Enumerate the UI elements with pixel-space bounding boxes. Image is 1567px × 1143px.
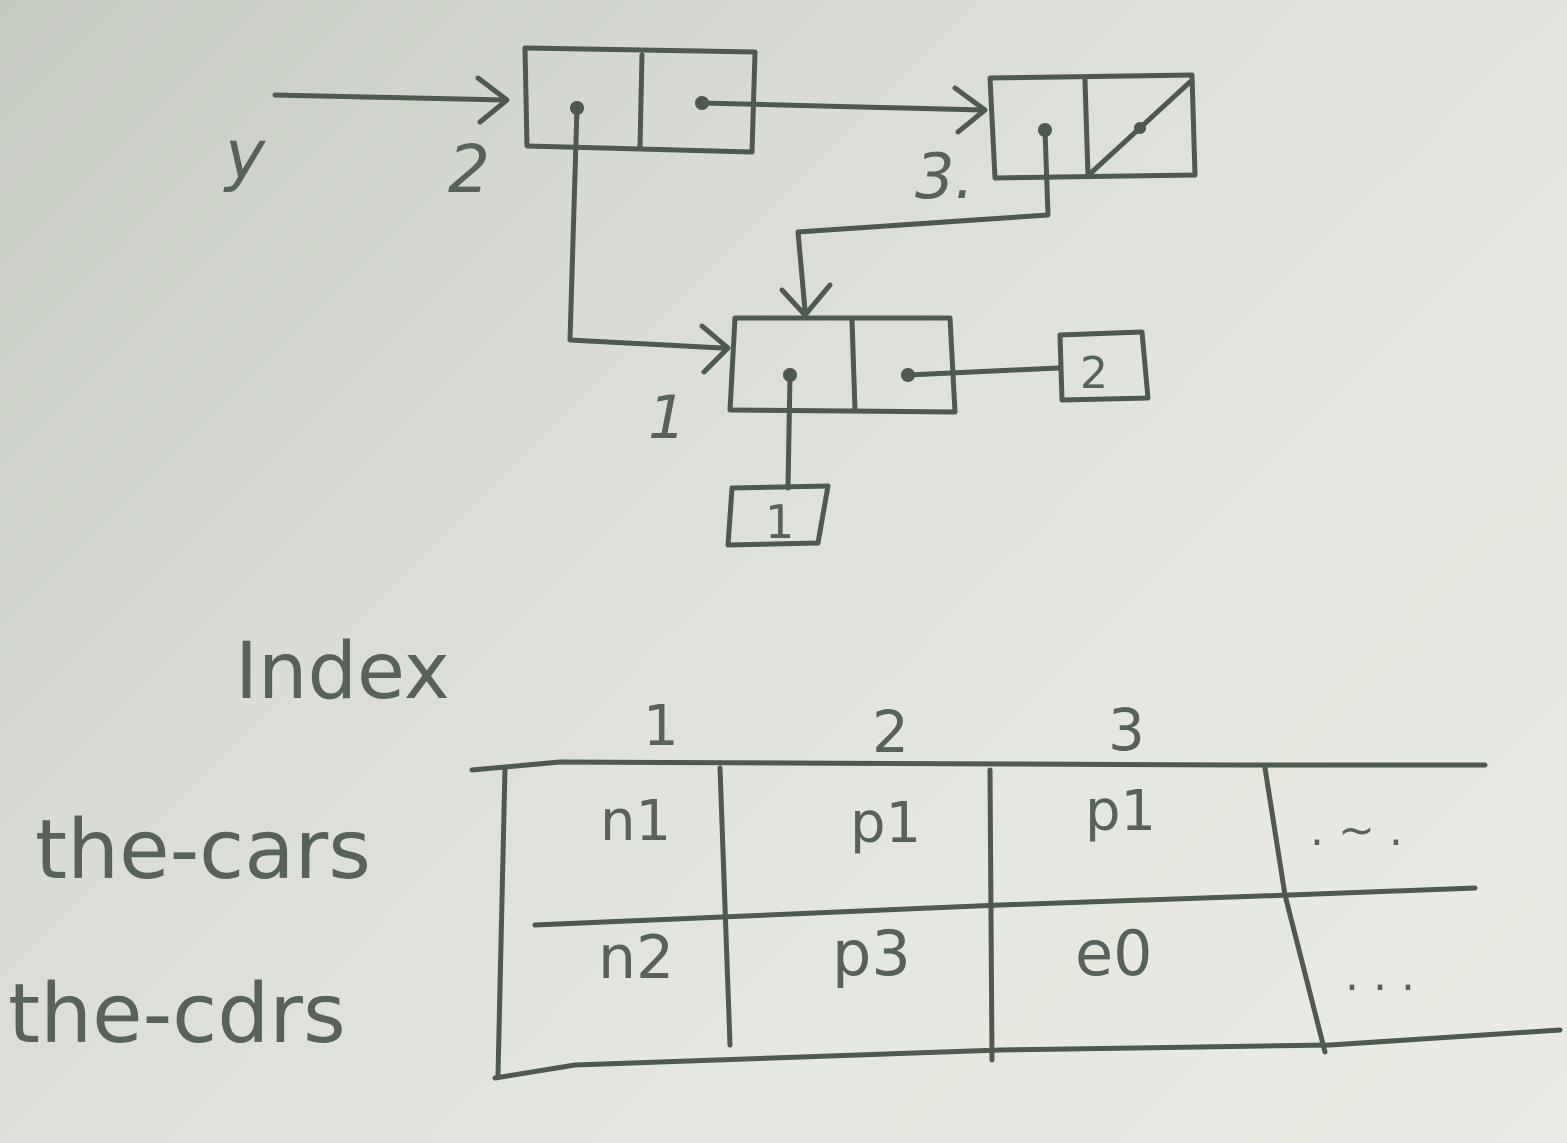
- node-number-3: 3.: [915, 140, 974, 213]
- row-label-the-cdrs: the-cdrs: [8, 967, 346, 1062]
- cell-the-cdrs-3: e0: [1075, 917, 1153, 990]
- index-table: Index 1 2 3 the-cars the-cdrs n1 p1 p1 .…: [8, 627, 1563, 1081]
- box-pointer-diagram: y 2 3. 1 2: [223, 45, 1198, 549]
- cell-the-cars-1: n1: [600, 789, 671, 854]
- column-divider-3: [1262, 765, 1328, 1055]
- table-bottom-line: [492, 1027, 1563, 1081]
- column-divider-1: [717, 765, 733, 1048]
- node2-cell: [522, 45, 758, 155]
- index-title: Index: [235, 627, 450, 717]
- node3-cdr-dot: [1134, 122, 1146, 134]
- cell-the-cdrs-1: n2: [598, 923, 674, 993]
- column-index-3: 3: [1108, 696, 1145, 764]
- table-left-border: [495, 765, 508, 1078]
- column-divider-2: [987, 767, 995, 1063]
- line-node2-to-node1: [567, 105, 725, 351]
- arrowhead-node1-top: [779, 282, 833, 318]
- node-number-1: 1: [648, 383, 686, 453]
- node3-divider: [1082, 77, 1091, 179]
- node2-divider: [637, 52, 645, 149]
- column-index-2: 2: [872, 698, 909, 766]
- line-node1-to-atom1: [785, 372, 793, 491]
- cell-the-cdrs-more: . . .: [1345, 950, 1415, 1001]
- column-index-1: 1: [643, 694, 679, 759]
- table-middle-line: [532, 885, 1478, 928]
- atom-1-box: [725, 483, 831, 548]
- cell-the-cars-2: p1: [850, 791, 921, 856]
- arrow-y-to-node2: [272, 92, 508, 103]
- row-label-the-cars: the-cars: [35, 803, 371, 898]
- node3-cell: [987, 72, 1198, 181]
- cell-the-cdrs-2: p3: [832, 917, 911, 990]
- pointer-label-y: y: [223, 116, 266, 195]
- node1-cell: [727, 315, 958, 415]
- cell-the-cars-more: . ~ .: [1310, 805, 1403, 856]
- arrow-node2-to-node3: [699, 100, 985, 113]
- arrowhead-node3: [952, 85, 988, 135]
- node1-divider: [849, 317, 858, 413]
- atom-2-box: [1057, 329, 1151, 403]
- table-top-line: [469, 759, 1488, 773]
- atom-2-label: 2: [1080, 348, 1108, 399]
- arrowhead-y: [475, 75, 510, 125]
- line-node3-to-node1: [795, 127, 1051, 313]
- cell-the-cars-3: p1: [1085, 779, 1156, 844]
- node-number-2: 2: [448, 131, 490, 208]
- arrowhead-node1-left: [699, 323, 731, 375]
- atom-1-label: 1: [765, 495, 794, 549]
- line-node1-to-atom2: [905, 365, 1061, 378]
